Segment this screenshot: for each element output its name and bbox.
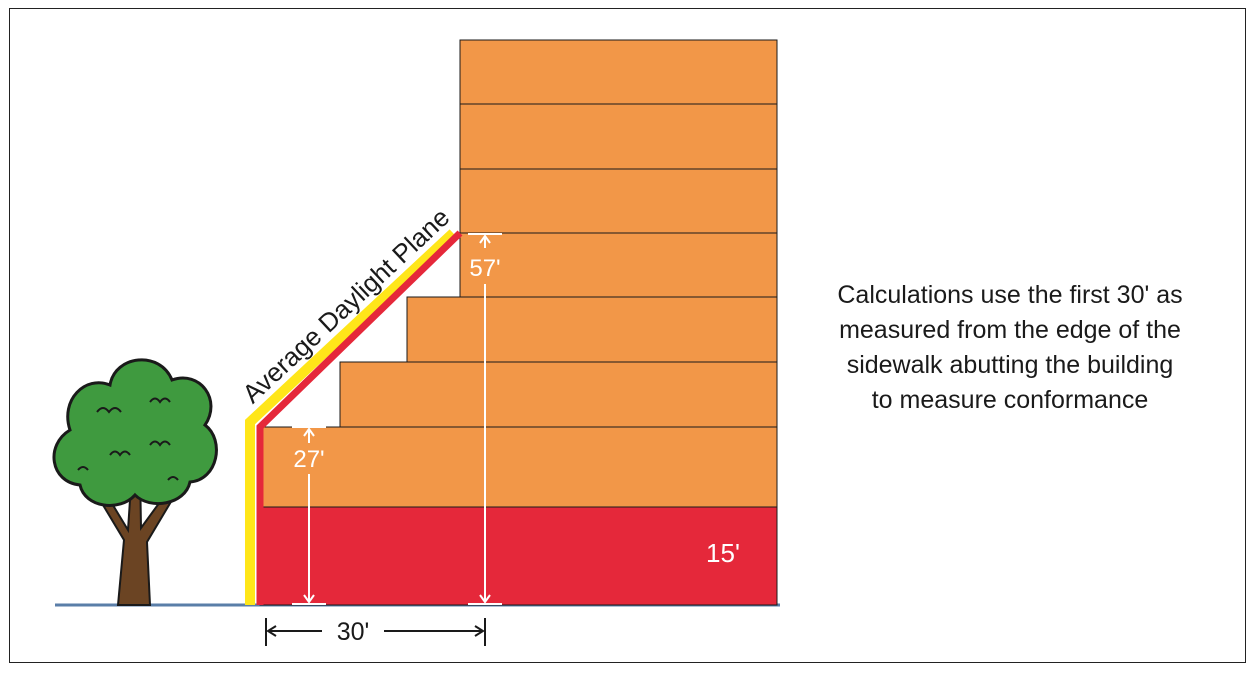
- caption-line: measured from the edge of the: [839, 316, 1181, 344]
- tree-icon: [52, 358, 218, 606]
- caption-line: to measure conformance: [871, 386, 1149, 414]
- daylight-plane-red: [256, 230, 463, 605]
- caption-text: Calculations use the first 30' as measur…: [795, 278, 1225, 418]
- dimension-30-marker: [265, 618, 486, 646]
- dimension-15-label: 15': [706, 538, 740, 568]
- building-upper-floors: [259, 39, 778, 508]
- dimension-30-label: 30': [337, 618, 370, 646]
- floor-lines: [260, 103, 777, 428]
- diagram-frame: [9, 8, 1246, 663]
- dimension-57-label: 57': [469, 255, 500, 282]
- building-base-floor: [259, 506, 778, 606]
- caption-line: Calculations use the first 30' as: [837, 281, 1183, 309]
- caption-line: sidewalk abutting the building: [846, 351, 1174, 379]
- daylight-plane-yellow: [245, 229, 457, 605]
- dimension-27-marker: [292, 426, 326, 605]
- dimension-27-label: 27': [293, 446, 324, 473]
- dimension-57-marker: [468, 233, 502, 605]
